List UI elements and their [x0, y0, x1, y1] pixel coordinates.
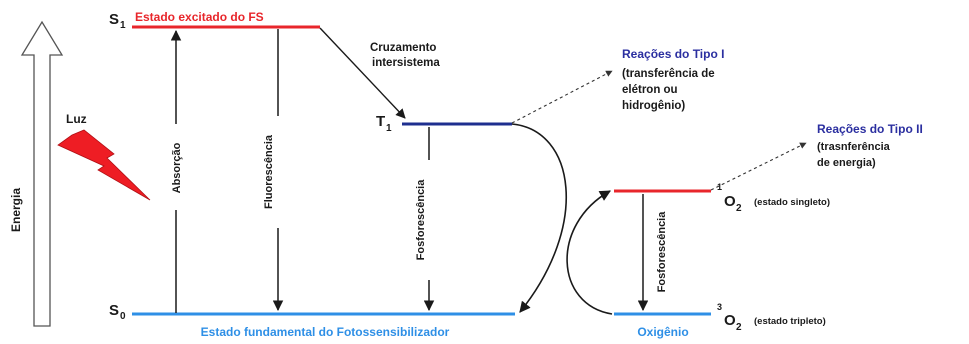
lightning-bolt-icon	[57, 129, 151, 201]
s0-symbol: S	[109, 302, 119, 319]
type1-line3: hidrogênio)	[622, 100, 685, 112]
intersystem-crossing-arrow	[319, 27, 406, 119]
phosphorescence-t1-label: Fosforescência	[415, 179, 427, 261]
intersystem-label-line2: intersistema	[372, 57, 440, 69]
type1-line2: elétron ou	[622, 84, 678, 96]
o2-triplet-label: (estado tripleto)	[754, 316, 826, 327]
o2-triplet-superscript: 3	[717, 302, 722, 312]
s1-label: Estado excitado do FS	[135, 10, 264, 24]
o2-singlet-superscript: 1	[717, 182, 722, 192]
energy-transfer-curve-t1	[511, 123, 568, 313]
type1-title: Reações do Tipo I	[622, 47, 724, 61]
phosphorescence-o2-label: Fosforescência	[656, 211, 668, 293]
absorption-label: Absorção	[171, 142, 183, 193]
type2-title: Reações do Tipo II	[817, 122, 923, 136]
fluorescence-label: Fluorescência	[263, 134, 275, 209]
s0-subscript: 0	[120, 311, 126, 322]
type2-dashed-arrow	[710, 142, 807, 191]
intersystem-label-line1: Cruzamento	[370, 42, 436, 54]
light-label: Luz	[66, 112, 87, 126]
s0-label: Estado fundamental do Fotossensibilizado…	[201, 325, 450, 339]
t1-symbol: T	[376, 113, 385, 130]
type2-line1: (trasnferência	[817, 141, 891, 153]
o2-triplet-symbol: O	[724, 312, 736, 329]
o2-singlet-label: (estado singleto)	[754, 197, 830, 208]
o2-triplet-subscript: 2	[736, 322, 742, 333]
oxygen-label: Oxigênio	[637, 325, 688, 339]
energy-label: Energia	[9, 188, 23, 232]
energy-transfer-curve-o2	[566, 190, 613, 315]
o2-singlet-symbol: O	[724, 193, 736, 210]
type1-line1: (transferência de	[622, 68, 715, 80]
type1-dashed-arrow	[511, 70, 613, 124]
t1-subscript: 1	[386, 123, 392, 134]
energy-arrow	[20, 20, 64, 327]
type2-line2: de energia)	[817, 157, 876, 169]
o2-singlet-subscript: 2	[736, 203, 742, 214]
s1-symbol: S	[109, 11, 119, 28]
s1-subscript: 1	[120, 20, 126, 31]
